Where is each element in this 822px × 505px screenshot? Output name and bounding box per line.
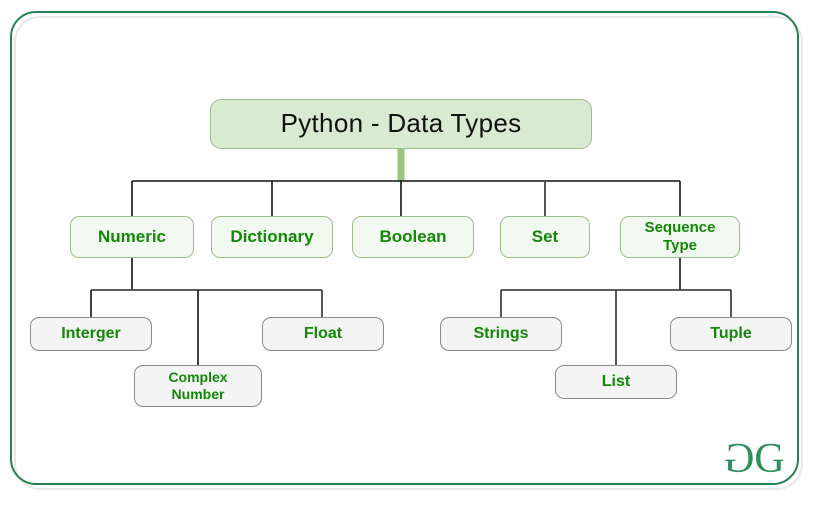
node-interger[interactable]: Interger	[30, 317, 152, 351]
node-label: Set	[531, 227, 559, 247]
node-strings[interactable]: Strings	[440, 317, 562, 351]
node-label: Interger	[61, 325, 121, 343]
node-float[interactable]: Float	[262, 317, 384, 351]
node-boolean[interactable]: Boolean	[352, 216, 474, 258]
node-label-line2: Number	[171, 386, 225, 402]
node-label: Dictionary	[230, 227, 314, 247]
frame-shadow	[14, 16, 803, 490]
node-label: Sequence Type	[645, 219, 716, 255]
node-label: Python - Data Types	[280, 108, 522, 139]
logo-glyph-mirrored: G	[726, 436, 755, 482]
node-numeric[interactable]: Numeric	[70, 216, 194, 258]
node-python-data-types[interactable]: Python - Data Types	[210, 99, 592, 149]
node-label-line1: Complex	[168, 368, 228, 385]
geeksforgeeks-logo-icon: GG	[726, 436, 804, 482]
node-sequence-type[interactable]: Sequence Type	[620, 216, 740, 258]
node-label: Boolean	[379, 227, 447, 247]
node-complex-number[interactable]: Complex Number	[134, 365, 262, 407]
node-label: Float	[303, 325, 343, 343]
node-label: List	[601, 373, 631, 391]
diagram-frame-border	[10, 11, 799, 485]
node-list[interactable]: List	[555, 365, 677, 399]
node-set[interactable]: Set	[500, 216, 590, 258]
node-dictionary[interactable]: Dictionary	[211, 216, 333, 258]
node-label: Tuple	[710, 325, 752, 343]
node-label-line1: Sequence	[644, 219, 716, 236]
node-label: Numeric	[97, 227, 167, 247]
node-label: Strings	[473, 325, 529, 343]
node-label-line2: Type	[663, 237, 697, 254]
node-tuple[interactable]: Tuple	[670, 317, 792, 351]
logo-glyph: G	[754, 436, 784, 482]
node-label: Complex Number	[168, 369, 227, 404]
